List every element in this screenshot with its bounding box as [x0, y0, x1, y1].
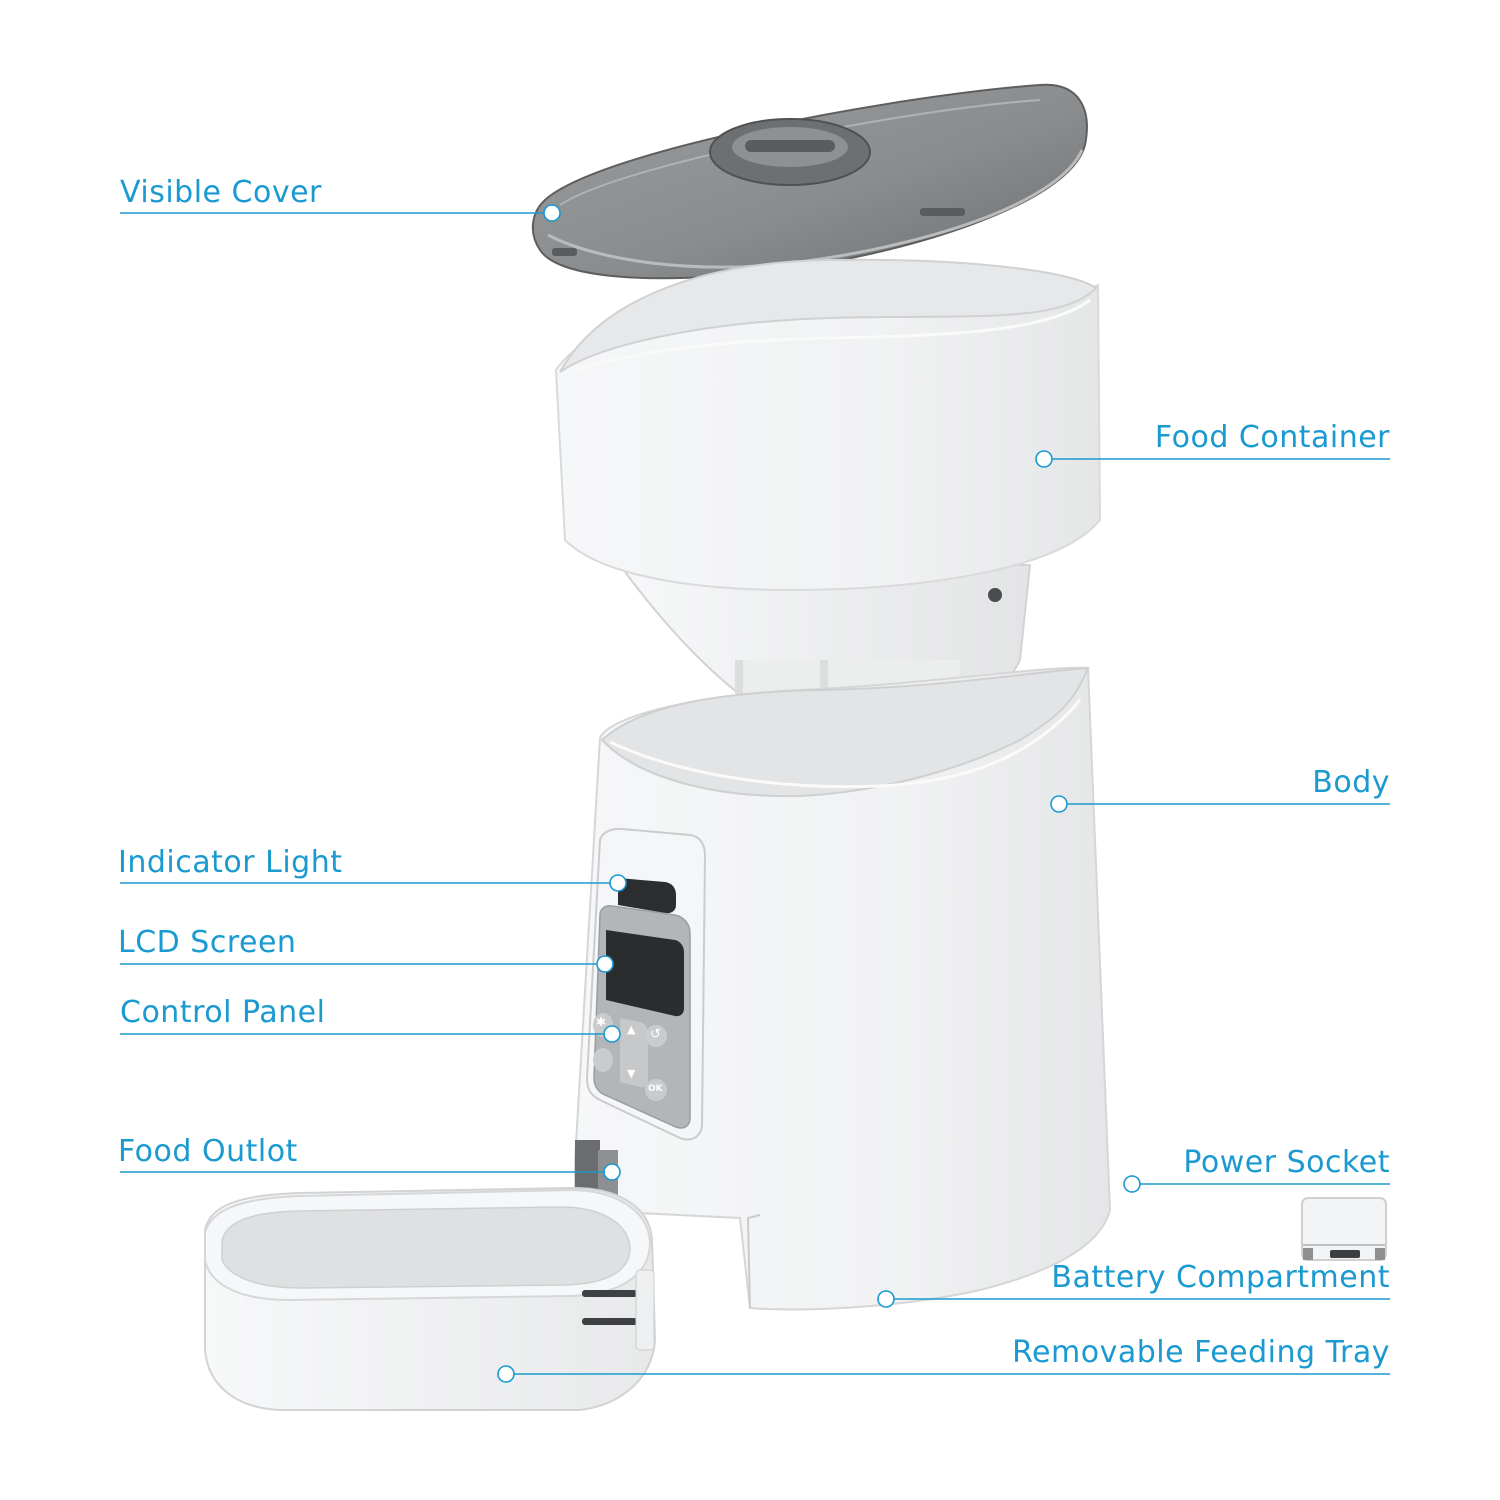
- label-control-panel: Control Panel: [120, 995, 326, 1030]
- label-power-socket: Power Socket: [1183, 1145, 1390, 1180]
- pin-indicator-light: [609, 874, 627, 892]
- back-icon: ↺: [650, 1027, 661, 1042]
- label-battery-compartment: Battery Compartment: [1051, 1260, 1390, 1295]
- feeding-tray-part: [204, 1186, 657, 1411]
- ok-button-label: OK: [648, 1084, 663, 1094]
- power-socket-inset: [1301, 1197, 1387, 1261]
- body-part: [574, 660, 1112, 1311]
- up-arrow-icon: ▲: [627, 1023, 636, 1036]
- pin-body: [1050, 795, 1068, 813]
- pin-visible-cover: [543, 204, 561, 222]
- pin-battery-compartment: [877, 1290, 895, 1308]
- label-removable-feeding-tray: Removable Feeding Tray: [1012, 1335, 1390, 1370]
- pin-lcd-screen: [596, 955, 614, 973]
- label-visible-cover: Visible Cover: [120, 175, 322, 210]
- label-lcd-screen: LCD Screen: [118, 925, 297, 960]
- pin-control-panel: [603, 1025, 621, 1043]
- pin-removable-feeding-tray: [497, 1365, 515, 1383]
- label-food-outlot: Food Outlot: [118, 1134, 298, 1169]
- control-panel-part: [585, 827, 707, 1141]
- down-arrow-icon: ▼: [627, 1067, 636, 1080]
- pin-power-socket: [1123, 1175, 1141, 1193]
- label-indicator-light: Indicator Light: [118, 845, 343, 880]
- label-body: Body: [1312, 765, 1390, 800]
- pin-food-outlot: [603, 1163, 621, 1181]
- light-button-icon: ✱: [596, 1015, 607, 1029]
- label-food-container: Food Container: [1154, 420, 1390, 455]
- pin-food-container: [1035, 450, 1053, 468]
- visible-cover-part: [531, 83, 1088, 280]
